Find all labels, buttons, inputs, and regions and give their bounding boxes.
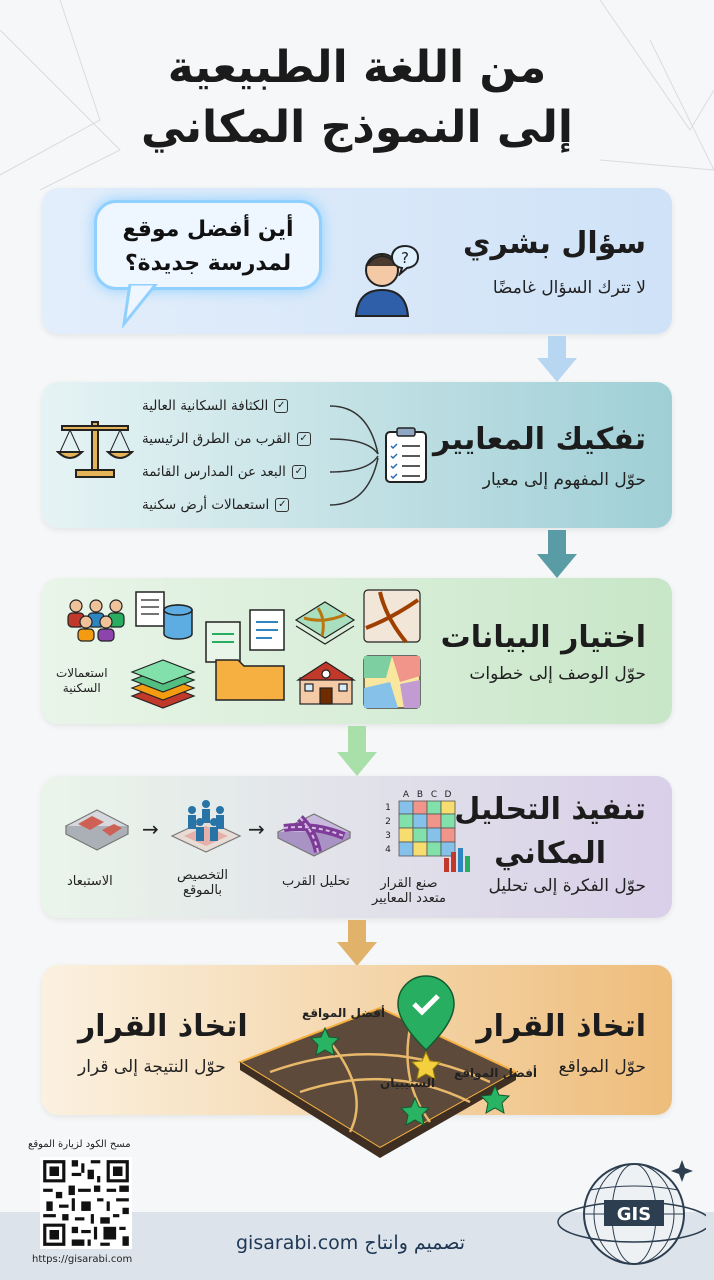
connector-lines	[329, 405, 379, 506]
flow-arrow-2	[537, 530, 577, 578]
step-5-title-right: اتخاذ القرار	[476, 1009, 646, 1044]
svg-text:A: A	[403, 790, 410, 800]
exclusion-icon	[64, 809, 130, 851]
person-icon	[354, 253, 410, 317]
road-map-tile-icon	[363, 589, 421, 644]
step-1-panel: سؤال بشري لا تترك السؤال غامضًا أين أفضل…	[42, 188, 672, 334]
map-label: الستيبيان	[380, 1076, 436, 1090]
title-line-2: إلى النموذج المكاني	[141, 102, 573, 153]
star-icon	[399, 1096, 431, 1126]
step-2-subtitle: حوّل المفهوم إلى معيار	[482, 470, 646, 490]
criterion-item: ✓البعد عن المدارس القائمة	[142, 464, 332, 480]
step-4-subtitle: حوّل الفكرة إلى تحليل	[488, 876, 646, 896]
question-icon: ?	[390, 244, 420, 276]
star-icon	[309, 1026, 341, 1056]
bubble-line-2: لمدرسة جديدة؟	[124, 251, 292, 276]
check-icon: ✓	[291, 465, 306, 479]
step-site-allocation-label: التخصيص بالموقع	[177, 868, 229, 898]
check-icon: ✓	[274, 399, 289, 413]
flow-arrow-3	[337, 726, 377, 776]
footer-credit[interactable]: تصميم وانتاج gisarabi.com	[236, 1232, 466, 1254]
road-map-icon	[294, 601, 356, 645]
documents-icon	[205, 609, 285, 701]
landuse-map-icon	[363, 655, 421, 709]
step-1-title: سؤال بشري	[462, 226, 646, 261]
criterion-item: ✓الكثافة السكانية العالية	[142, 398, 332, 414]
step-mcda-label: صنع القرار متعدد المعايير	[372, 876, 446, 906]
page-title: من اللغة الطبيعية إلى النموذج المكاني	[0, 38, 714, 158]
school-icon	[296, 661, 356, 705]
layers-icon	[130, 659, 196, 709]
title-line-1: من اللغة الطبيعية	[167, 42, 547, 93]
step-4-title: تنفيذ التحليل المكاني	[454, 792, 646, 871]
criterion-item: ✓استعمالات أرض سكنية	[142, 497, 332, 513]
gis-globe-logo: GIS	[557, 1160, 706, 1265]
qr-url[interactable]: https://gisarabi.com	[32, 1254, 133, 1265]
svg-text:C: C	[431, 790, 437, 800]
database-icon	[135, 591, 193, 640]
svg-text:3: 3	[385, 831, 391, 841]
map-label: أفضل المواقع	[454, 1066, 538, 1080]
landuse-label: استعمالات السكنية	[56, 666, 108, 695]
star-icon	[479, 1084, 511, 1114]
star-icon	[410, 1050, 442, 1080]
svg-text:B: B	[417, 790, 423, 800]
svg-text:1: 1	[385, 803, 391, 813]
qr-code[interactable]	[40, 1157, 132, 1249]
criterion-item: ✓القرب من الطرق الرئيسية	[142, 431, 332, 447]
folder-icon	[215, 659, 285, 701]
step-5-subtitle-right: حوّل المواقع	[558, 1057, 646, 1077]
map-pin-check-icon	[397, 975, 455, 1052]
scale-icon	[56, 421, 134, 478]
arrow-right-icon: →	[142, 817, 159, 841]
step-4-panel: تنفيذ التحليل المكاني حوّل الفكرة إلى تح…	[42, 776, 672, 918]
flow-arrow-4	[337, 920, 377, 966]
svg-text:?: ?	[401, 249, 409, 267]
step-3-subtitle: حوّل الوصف إلى خطوات	[469, 664, 646, 684]
step-2-panel: تفكيك المعايير حوّل المفهوم إلى معيار ✓ا…	[42, 382, 672, 528]
check-icon: ✓	[296, 432, 311, 446]
step-exclusion-label: الاستبعاد	[67, 874, 113, 889]
clipboard-checklist-icon	[385, 427, 427, 483]
site-allocation-icon	[170, 800, 242, 853]
people-icon	[67, 599, 125, 642]
decision-map	[237, 975, 519, 1158]
step-3-panel: اختيار البيانات حوّل الوصف إلى خطوات	[42, 578, 672, 724]
arrow-right-icon: →	[248, 817, 265, 841]
svg-text:D: D	[445, 790, 452, 800]
step-3-title: اختيار البيانات	[440, 620, 646, 655]
qr-caption: مسح الكود لزيارة الموقع	[28, 1139, 131, 1150]
step-5-subtitle-left: حوّل النتيجة إلى قرار	[78, 1057, 226, 1077]
svg-text:2: 2	[385, 817, 391, 827]
step-proximity-label: تحليل القرب	[282, 874, 350, 889]
proximity-analysis-icon	[276, 813, 352, 857]
map-label: أفضل المواقع	[302, 1006, 386, 1020]
step-1-subtitle: لا تترك السؤال غامضًا	[492, 278, 646, 298]
flow-arrow-1	[537, 336, 577, 382]
check-icon: ✓	[275, 498, 290, 512]
step-2-title: تفكيك المعايير	[433, 422, 646, 457]
bubble-tail	[121, 284, 158, 328]
step-5-title-left: اتخاذ القرار	[78, 1009, 248, 1044]
logo-text: GIS	[617, 1204, 651, 1225]
bubble-line-1: أين أفضل موقع	[122, 217, 294, 242]
svg-text:4: 4	[385, 845, 391, 855]
question-bubble: أين أفضل موقع لمدرسة جديدة؟	[94, 200, 322, 290]
sparkle-icon	[671, 1160, 693, 1182]
